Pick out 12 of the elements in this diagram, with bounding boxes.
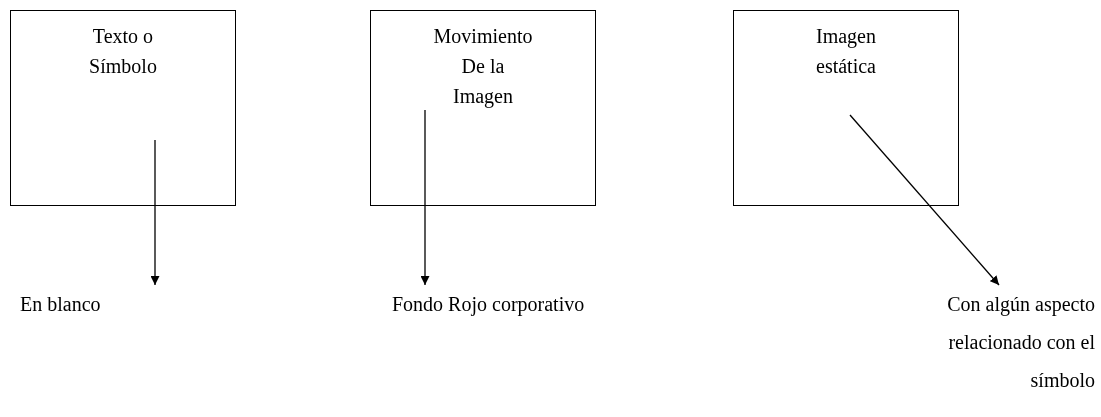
text-box (733, 10, 959, 206)
box-label: Imagen estática (815, 24, 877, 79)
caption-text: En blanco (20, 293, 101, 315)
arrow (150, 139, 160, 286)
arrow (420, 109, 430, 286)
arrow (849, 114, 1000, 286)
box-label: Movimiento De la Imagen (432, 24, 534, 110)
box-label: Texto o Símbolo (88, 24, 158, 79)
caption-text: Fondo Rojo corporativo (392, 293, 585, 315)
caption-text: Con algún aspecto relacionado con el símbolo (947, 293, 1095, 391)
text-box (370, 10, 596, 206)
text-box (10, 10, 236, 206)
